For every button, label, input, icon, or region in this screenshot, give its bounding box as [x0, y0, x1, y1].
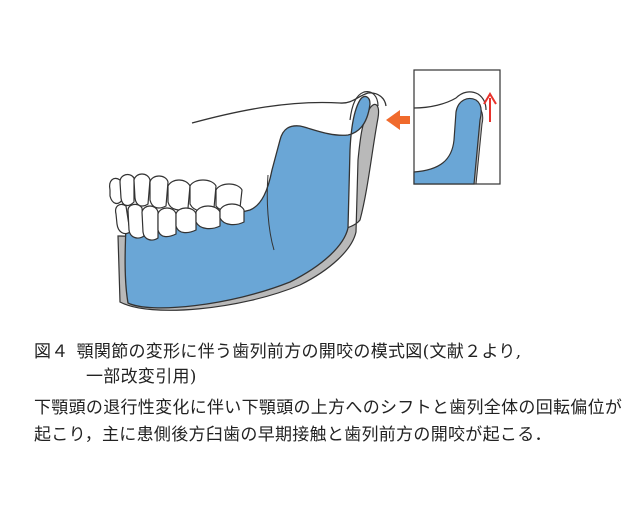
condyle-outline — [349, 91, 379, 121]
lower-teeth — [115, 203, 245, 241]
upper-teeth — [109, 173, 243, 212]
figure-jaw-diagram — [109, 69, 501, 311]
inset-skull-line — [413, 91, 487, 111]
caption-line1: 顎関節の変形に伴う歯列前方の開咬の模式図(文献２より, — [76, 342, 522, 362]
caption-label: 図４ — [34, 342, 69, 362]
body-paragraph: 下顎頭の退行性変化に伴い下顎頭の上方へのシフトと歯列全体の回転偏位が起こり，主に… — [34, 398, 623, 445]
inset-condyle-shifted — [413, 97, 482, 185]
skull-base-line — [191, 92, 387, 124]
caption-line2: 一部改変引用) — [86, 367, 197, 387]
orange-arrow-icon — [386, 110, 410, 130]
up-arrow-icon — [483, 92, 497, 122]
figure-caption: 図４ 顎関節の変形に伴う歯列前方の開咬の模式図(文献２より, 一部改変引用) — [34, 340, 624, 390]
ramus-inner-line — [266, 174, 275, 251]
mandible-shifted — [124, 95, 371, 309]
